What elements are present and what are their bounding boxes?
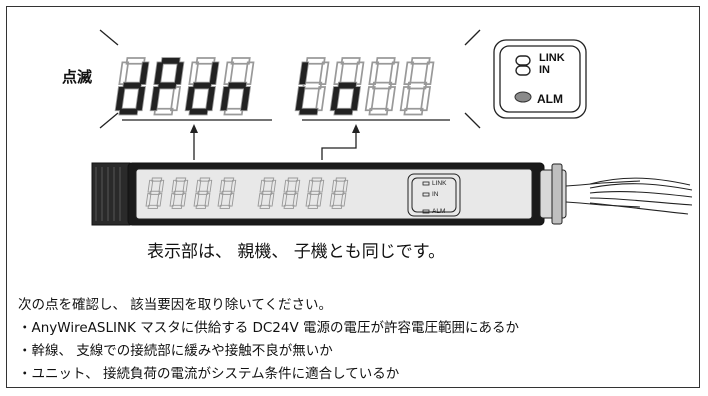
digit-outline [364, 57, 400, 116]
ray-top-left [99, 29, 119, 46]
display-caption: 表示部は、 親機、 子機とも同じです。 [147, 242, 446, 262]
seg-c [205, 87, 216, 111]
seg-e [115, 87, 125, 111]
seg-e [150, 87, 160, 111]
instruction-item-3: ・ユニット、 接続負荷の電流がシステム条件に適合しているか [18, 366, 400, 382]
arrow-right-head [352, 124, 360, 133]
ray-bottom-left [99, 112, 119, 129]
large-display-group-1 [114, 57, 255, 116]
seg-e [330, 87, 340, 111]
instruction-heading: 次の点を確認し、 該当要因を取り除いてください。 [18, 297, 332, 313]
seg-g [193, 82, 212, 89]
seg-d [119, 108, 138, 115]
link-indicator-small-upper [422, 181, 430, 186]
seg-g [123, 82, 142, 89]
seg-f [154, 62, 164, 85]
indicator-lines [122, 119, 450, 160]
seg-g [338, 82, 357, 89]
instruction-item-2: ・幹線、 支線での接続部に緩みや接触不良が無いか [18, 343, 333, 359]
seg-c [135, 87, 146, 111]
large-display-group-2 [294, 57, 435, 116]
blink-label: 点滅 [62, 68, 93, 86]
seg-e [295, 87, 305, 111]
alm-lamp [514, 91, 532, 103]
alm-lamp-small [422, 209, 430, 214]
ray-top-right [464, 29, 481, 46]
arrow-left-head [190, 124, 198, 133]
in-label: IN [539, 64, 550, 76]
seg-d [334, 108, 353, 115]
ray-bottom-right [464, 112, 481, 129]
link-label: LINK [539, 52, 565, 64]
blink-rays [99, 29, 481, 129]
arrow-right-shaft [321, 130, 357, 160]
seg-d [299, 108, 318, 115]
alm-label: ALM [537, 92, 563, 106]
link-indicator-upper [515, 55, 531, 66]
led-panel-large [493, 39, 587, 119]
seg-b [174, 62, 184, 85]
seg-e [220, 87, 230, 111]
seg-d [189, 108, 208, 115]
seg-c [240, 87, 251, 111]
seg-b [139, 62, 149, 85]
led-panel-small [407, 173, 461, 217]
seg-g [158, 82, 177, 89]
module-link-label: LINK [432, 180, 447, 187]
instruction-item-1: ・AnyWireASLINK マスタに供給する DC24V 電源の電圧が許容電圧… [18, 320, 520, 336]
seg-c [350, 87, 361, 111]
seg-e [185, 87, 195, 111]
module-grip [91, 162, 131, 226]
seg-a [161, 58, 180, 64]
seg-g [228, 82, 247, 89]
cable [565, 177, 693, 215]
module-in-label: IN [432, 191, 439, 198]
link-indicator-small-lower [422, 192, 430, 197]
seg-b [209, 62, 219, 85]
link-indicator-lower [515, 65, 531, 76]
module-alm-label: ALM [432, 208, 446, 215]
digit-outline [399, 57, 435, 116]
seg-f [299, 62, 309, 85]
